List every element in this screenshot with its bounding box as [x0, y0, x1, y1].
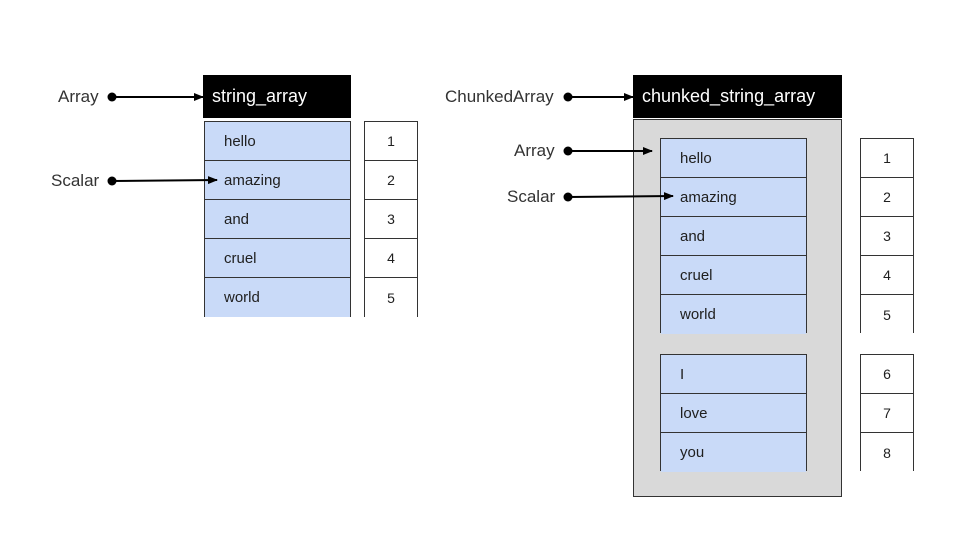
index-cell: 6	[861, 355, 913, 394]
chunked-string-array-header: chunked_string_array	[633, 75, 842, 118]
scalar-pointer-arrow	[107, 176, 218, 186]
index-cell: 2	[861, 178, 913, 217]
chunk-1-values: hello amazing and cruel world	[660, 138, 807, 334]
string-array-header: string_array	[203, 75, 351, 118]
array-label: Array	[58, 87, 99, 106]
index-cell: 8	[861, 433, 913, 472]
chunk-scalar-label: Scalar	[507, 187, 556, 206]
chunk-2-indices: 6 7 8	[860, 354, 914, 472]
index-cell: 3	[861, 217, 913, 256]
chunk-2-values: I love you	[660, 354, 807, 472]
chunk-value-cell: and	[661, 217, 806, 256]
chunk-value-cell: cruel	[661, 256, 806, 295]
chunked-array-label: ChunkedArray	[445, 87, 554, 106]
string-array-indices: 1 2 3 4 5	[364, 121, 418, 317]
index-cell: 2	[365, 161, 417, 200]
string-array-values: hello amazing and cruel world	[204, 121, 351, 317]
chunk-value-cell: love	[661, 394, 806, 433]
chunk-scalar-pointer-arrow	[563, 192, 674, 202]
chunk-value-cell: amazing	[661, 178, 806, 217]
index-cell: 3	[365, 200, 417, 239]
array-value-cell: hello	[205, 122, 350, 161]
index-cell: 1	[861, 139, 913, 178]
chunk-value-cell: you	[661, 433, 806, 472]
index-cell: 5	[365, 278, 417, 317]
scalar-label: Scalar	[51, 171, 100, 190]
index-cell: 4	[861, 256, 913, 295]
chunk-array-pointer-arrow	[563, 146, 653, 156]
index-cell: 7	[861, 394, 913, 433]
chunked-array-pointer-arrow	[563, 92, 634, 102]
chunk-value-cell: world	[661, 295, 806, 334]
array-value-cell: and	[205, 200, 350, 239]
array-value-cell: world	[205, 278, 350, 317]
array-value-cell: amazing	[205, 161, 350, 200]
index-cell: 5	[861, 295, 913, 334]
index-cell: 1	[365, 122, 417, 161]
chunk-value-cell: hello	[661, 139, 806, 178]
array-value-cell: cruel	[205, 239, 350, 278]
array-pointer-arrow	[107, 92, 204, 102]
chunk-1-indices: 1 2 3 4 5	[860, 138, 914, 334]
chunk-value-cell: I	[661, 355, 806, 394]
chunk-array-label: Array	[514, 141, 555, 160]
index-cell: 4	[365, 239, 417, 278]
